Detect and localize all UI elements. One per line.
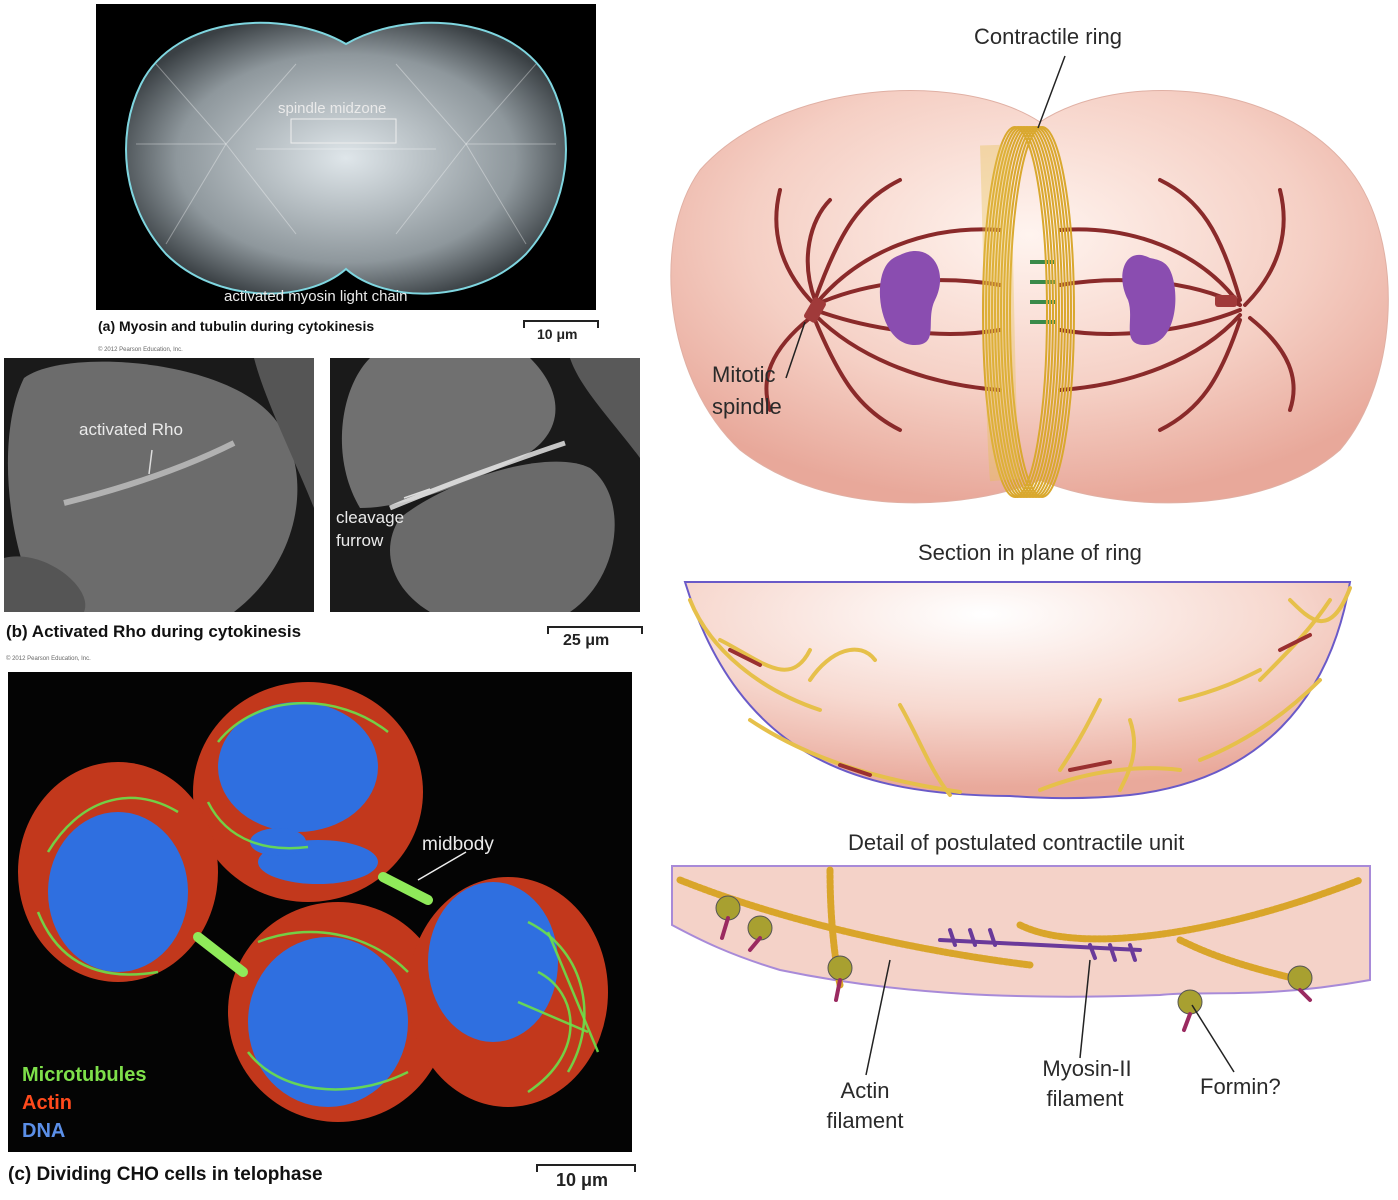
rho-micrograph-left xyxy=(4,358,314,612)
ring-section xyxy=(683,581,1352,800)
legend-dna: DNA xyxy=(22,1120,66,1142)
detail-title: Detail of postulated contractile unit xyxy=(848,830,1185,855)
label-furrow: furrow xyxy=(336,531,384,550)
label-activated-myosin: activated myosin light chain xyxy=(224,288,408,305)
contractile-ring-diagram xyxy=(670,55,1389,1076)
rho-micrograph-right xyxy=(341,358,640,612)
formin-complexes xyxy=(715,895,1313,1015)
label-activated-rho: activated Rho xyxy=(79,420,183,439)
panel-b-left-image: activated Rho xyxy=(4,358,314,612)
dividing-cell-body xyxy=(670,90,1389,504)
formin-pointer xyxy=(1191,1004,1235,1073)
chromosome-right xyxy=(1122,254,1176,345)
contractile-unit-membrane xyxy=(671,865,1371,998)
panel-c-image: midbody Microtubules Actin DNA xyxy=(8,672,632,1152)
legend-microtubules: Microtubules xyxy=(22,1064,147,1086)
panel-a-caption: (a) Myosin and tubulin during cytokinesi… xyxy=(98,318,375,334)
label-cleavage: cleavage xyxy=(336,508,405,527)
panel-b-right-image: cleavage furrow xyxy=(330,358,640,612)
scale-bar-a-label: 10 μm xyxy=(537,326,578,342)
section-title: Section in plane of ring xyxy=(918,540,1142,565)
legend-actin: Actin xyxy=(22,1092,72,1114)
mitotic-spindle-pointer xyxy=(785,321,806,379)
panel-b-caption: (b) Activated Rho during cytokinesis xyxy=(6,622,302,641)
scale-bar-b-label: 25 μm xyxy=(563,632,610,649)
detail-myosin-filament xyxy=(938,928,1142,962)
centrosome-left xyxy=(804,297,826,323)
scale-bar-c-label: 10 μm xyxy=(556,1170,609,1190)
label-mitotic: Mitotic xyxy=(712,362,776,387)
detail-actin-filaments xyxy=(676,866,1364,989)
section-actin-filaments xyxy=(688,586,1352,797)
label-myosin-ii: Myosin-II xyxy=(1042,1056,1132,1081)
label-midbody: midbody xyxy=(422,834,494,855)
label-actin-filament: filament xyxy=(826,1108,904,1133)
label-contractile-ring: Contractile ring xyxy=(974,24,1122,49)
scale-bar-a xyxy=(523,320,599,328)
centrosome-right xyxy=(1215,295,1237,307)
label-spindle: spindle xyxy=(712,394,782,419)
label-formin: Formin? xyxy=(1200,1074,1281,1099)
chromosome-left xyxy=(879,251,941,345)
panel-a-image: spindle midzone activated myosin light c… xyxy=(96,4,596,310)
label-actin: Actin xyxy=(840,1078,890,1103)
cho-cells-micrograph xyxy=(18,682,608,1122)
panel-c-caption: (c) Dividing CHO cells in telophase xyxy=(8,1164,323,1185)
contractile-ring-pointer xyxy=(1037,55,1066,129)
dividing-cell-micrograph xyxy=(125,21,567,295)
myosin-pointer xyxy=(1079,959,1091,1059)
copyright-a: © 2012 Pearson Education, Inc. xyxy=(98,347,183,353)
copyright-b: © 2012 Pearson Education, Inc. xyxy=(6,656,91,662)
label-myosin-filament: filament xyxy=(1046,1086,1124,1111)
label-spindle-midzone: spindle midzone xyxy=(278,100,387,117)
contractile-ring xyxy=(982,126,1075,498)
scale-bar-b xyxy=(547,626,643,634)
actin-pointer xyxy=(865,959,891,1076)
scale-bar-c xyxy=(536,1164,636,1172)
section-myosin xyxy=(728,633,1312,777)
